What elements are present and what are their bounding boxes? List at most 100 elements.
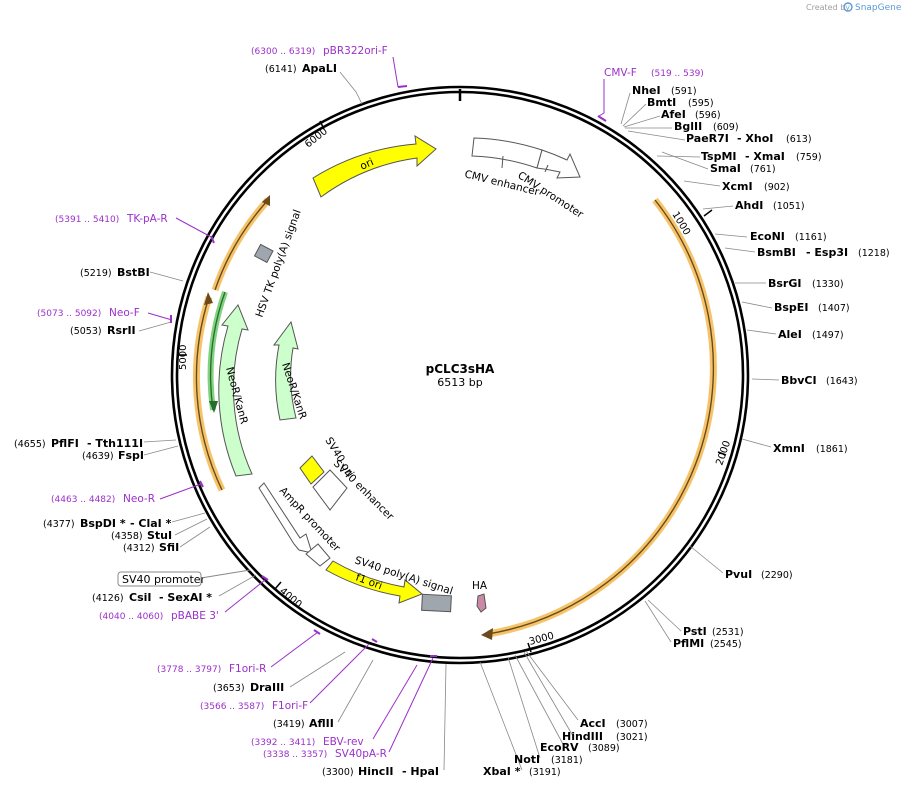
svg-text:(3007): (3007) xyxy=(616,719,648,730)
primer-tk-pa-r: (5391 .. 5410) TK-pA-R xyxy=(55,213,168,225)
svg-text:(4463 .. 4482): (4463 .. 4482) xyxy=(51,495,115,505)
site-bsrgi: BsrGI (1330) xyxy=(768,277,844,290)
svg-text:EBV-rev: EBV-rev xyxy=(323,736,364,748)
site-aflii: (3419) AflII xyxy=(273,717,334,730)
svg-text:ApaLI: ApaLI xyxy=(302,62,337,75)
svg-text:(609): (609) xyxy=(713,122,739,133)
svg-text:(3191): (3191) xyxy=(529,767,561,778)
svg-text:XbaI *: XbaI * xyxy=(483,765,521,778)
site-econi: EcoNI (1161) xyxy=(750,230,827,243)
primer-neo-f: (5073 .. 5092) Neo-F xyxy=(37,307,140,319)
snapgene-brand: SnapGene xyxy=(855,3,902,13)
svg-text:(5391 .. 5410): (5391 .. 5410) xyxy=(55,215,119,225)
svg-text:(4639): (4639) xyxy=(82,451,114,462)
site-fspi: (4639) FspI xyxy=(82,449,144,462)
svg-text:(4126): (4126) xyxy=(92,593,124,604)
svg-text:(4312): (4312) xyxy=(123,543,155,554)
svg-text:DraIII: DraIII xyxy=(250,681,284,694)
svg-text:PvuI: PvuI xyxy=(725,568,752,581)
svg-text:AflII: AflII xyxy=(309,717,334,730)
svg-text:BsmBI: BsmBI xyxy=(757,246,796,259)
svg-text:TK-pA-R: TK-pA-R xyxy=(126,213,168,225)
site-apali: (6141) ApaLI xyxy=(265,62,337,75)
site-bmti: BmtI (595) xyxy=(647,96,714,109)
primer-f1ori-f: (3566 .. 3587) F1ori-F xyxy=(200,700,308,712)
site-noti: NotI (3181) xyxy=(514,753,583,766)
svg-text:F1ori-R: F1ori-R xyxy=(229,663,266,675)
svg-text:(3089): (3089) xyxy=(588,743,620,754)
site-hincii-hpai: (3300) HincII - HpaI xyxy=(322,765,439,778)
svg-text:BspDI *: BspDI * xyxy=(80,517,126,530)
svg-text:(6141): (6141) xyxy=(265,64,297,75)
ha-label: HA xyxy=(472,580,488,592)
svg-text:PflFI: PflFI xyxy=(51,437,79,450)
site-csii-sexai: (4126) CsiI - SexAI * xyxy=(92,591,212,604)
svg-text:- XhoI: - XhoI xyxy=(737,132,773,145)
snapgene-logo-icon xyxy=(843,2,853,12)
svg-text:(6300 .. 6319): (6300 .. 6319) xyxy=(251,47,315,57)
svg-text:NheI: NheI xyxy=(632,84,661,97)
site-bspei: BspEI (1407) xyxy=(774,301,850,314)
svg-text:(5073 .. 5092): (5073 .. 5092) xyxy=(37,309,101,319)
site-tspmi-xmai: TspMI - XmaI (759) xyxy=(701,150,822,163)
site-ahdi: AhdI (1051) xyxy=(735,199,805,212)
svg-text:- Esp3I: - Esp3I xyxy=(806,246,848,259)
svg-text:(1861): (1861) xyxy=(816,444,848,455)
cmv-promoter-feature xyxy=(536,149,581,179)
sv40-enhancer-feature xyxy=(312,469,348,511)
svg-text:(1161): (1161) xyxy=(795,232,827,243)
primer-neo-r: (4463 .. 4482) Neo-R xyxy=(51,493,155,505)
svg-text:XmnI: XmnI xyxy=(773,442,805,455)
svg-text:(761): (761) xyxy=(750,164,776,175)
svg-text:EcoRV: EcoRV xyxy=(540,741,579,754)
primer-sv40pa-r: (3338 .. 3357) SV40pA-R xyxy=(263,748,387,760)
site-nhei: NheI (591) xyxy=(632,84,697,97)
svg-text:XcmI: XcmI xyxy=(722,180,753,193)
primer-leader-lines xyxy=(147,56,607,753)
svg-text:SfiI: SfiI xyxy=(159,541,179,554)
primer-pbr322ori-f: (6300 .. 6319) pBR322ori-F xyxy=(251,45,388,57)
site-sfii: (4312) SfiI xyxy=(123,541,179,554)
site-bsmbi-esp3i: BsmBI - Esp3I (1218) xyxy=(757,246,890,259)
svg-text:Neo-R: Neo-R xyxy=(123,493,155,505)
svg-text:(3419): (3419) xyxy=(273,719,305,730)
site-bspdi-clai: (4377) BspDI * - ClaI * xyxy=(43,517,172,530)
site-hindiii: HindIII (3021) xyxy=(562,730,648,743)
primer-f1ori-r: (3778 .. 3797) F1ori-R xyxy=(157,663,266,675)
svg-text:CsiI: CsiI xyxy=(129,591,151,604)
site-bglii: BglII (609) xyxy=(674,120,739,133)
primer-cmv-f: CMV-F (519 .. 539) xyxy=(604,67,704,79)
neor-kanr-outer-feature xyxy=(218,304,253,477)
neor-kanr-inner-feature xyxy=(273,320,299,421)
svg-text:BsrGI: BsrGI xyxy=(768,277,801,290)
svg-text:BglII: BglII xyxy=(674,120,702,133)
backbone-outer-ring xyxy=(170,85,750,665)
site-leader-lines xyxy=(138,71,780,771)
svg-text:(3566 .. 3587): (3566 .. 3587) xyxy=(200,702,264,712)
svg-text:AfeI: AfeI xyxy=(661,108,686,121)
svg-text:(1330): (1330) xyxy=(812,279,844,290)
ampr-promoter-feature xyxy=(258,482,313,554)
svg-text:(3181): (3181) xyxy=(551,755,583,766)
svg-text:(5053): (5053) xyxy=(70,326,102,337)
svg-text:(1497): (1497) xyxy=(812,330,844,341)
svg-text:(3338 .. 3357): (3338 .. 3357) xyxy=(263,750,327,760)
site-ecorv: EcoRV (3089) xyxy=(540,741,620,754)
site-afei: AfeI (596) xyxy=(661,108,721,121)
svg-text:(2545): (2545) xyxy=(710,639,742,650)
svg-text:F1ori-F: F1ori-F xyxy=(272,700,308,712)
plasmid-name: pCLC3sHA xyxy=(426,362,495,376)
ruler-label-5000: 5000 xyxy=(178,345,189,370)
svg-text:(595): (595) xyxy=(688,98,714,109)
svg-text:(4377): (4377) xyxy=(43,519,75,530)
svg-text:EcoNI: EcoNI xyxy=(750,230,785,243)
svg-text:Neo-F: Neo-F xyxy=(109,307,140,319)
svg-text:StuI: StuI xyxy=(147,529,172,542)
svg-text:SmaI: SmaI xyxy=(710,162,741,175)
svg-text:(1218): (1218) xyxy=(858,248,890,259)
svg-text:TspMI: TspMI xyxy=(701,150,737,163)
svg-text:- HpaI: - HpaI xyxy=(402,765,439,778)
orf-arc-upper-left xyxy=(211,195,271,292)
svg-text:(3021): (3021) xyxy=(616,732,648,743)
